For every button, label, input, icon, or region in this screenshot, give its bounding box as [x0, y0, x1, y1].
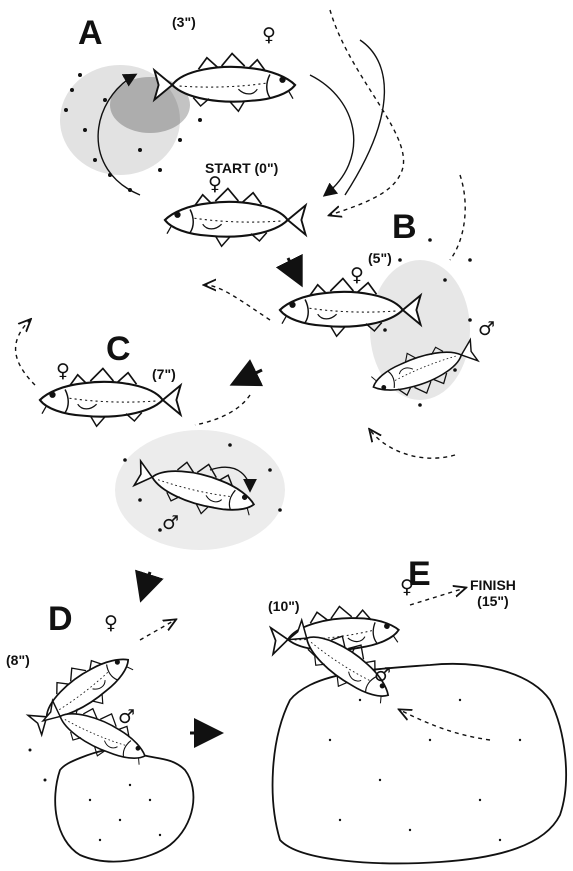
female-symbol-b: ♀ — [350, 264, 364, 286]
male-symbol-b: ♂ — [478, 318, 495, 340]
finish-label: FINISH — [470, 577, 516, 593]
fish-female-start — [165, 189, 306, 247]
egg-cloud-d — [29, 749, 194, 862]
female-symbol-start: ♀ — [208, 173, 222, 195]
male-symbol-e: ♂ — [374, 664, 391, 686]
female-symbol-c: ♀ — [56, 360, 70, 382]
female-symbol-e: ♀ — [400, 576, 414, 598]
finish-block: FINISH (15") — [470, 577, 516, 609]
male-symbol-d: ♂ — [118, 706, 135, 728]
stage-letter-a: A — [78, 14, 103, 53]
stage-time-b: (5") — [368, 250, 392, 266]
stage-letter-b: B — [392, 208, 417, 247]
female-symbol-d: ♀ — [104, 612, 118, 634]
male-symbol-c: ♂ — [162, 512, 179, 534]
finish-time: (15") — [470, 593, 516, 609]
female-symbol-a: ♀ — [262, 24, 276, 46]
stage-letter-c: C — [106, 330, 131, 369]
egg-cloud-e — [273, 664, 567, 863]
stage-time-c: (7") — [152, 366, 176, 382]
stage-time-a: (3") — [172, 14, 196, 30]
stage-letter-d: D — [48, 600, 73, 639]
stage-time-e: (10") — [268, 598, 300, 614]
stage-time-d: (8") — [6, 652, 30, 668]
